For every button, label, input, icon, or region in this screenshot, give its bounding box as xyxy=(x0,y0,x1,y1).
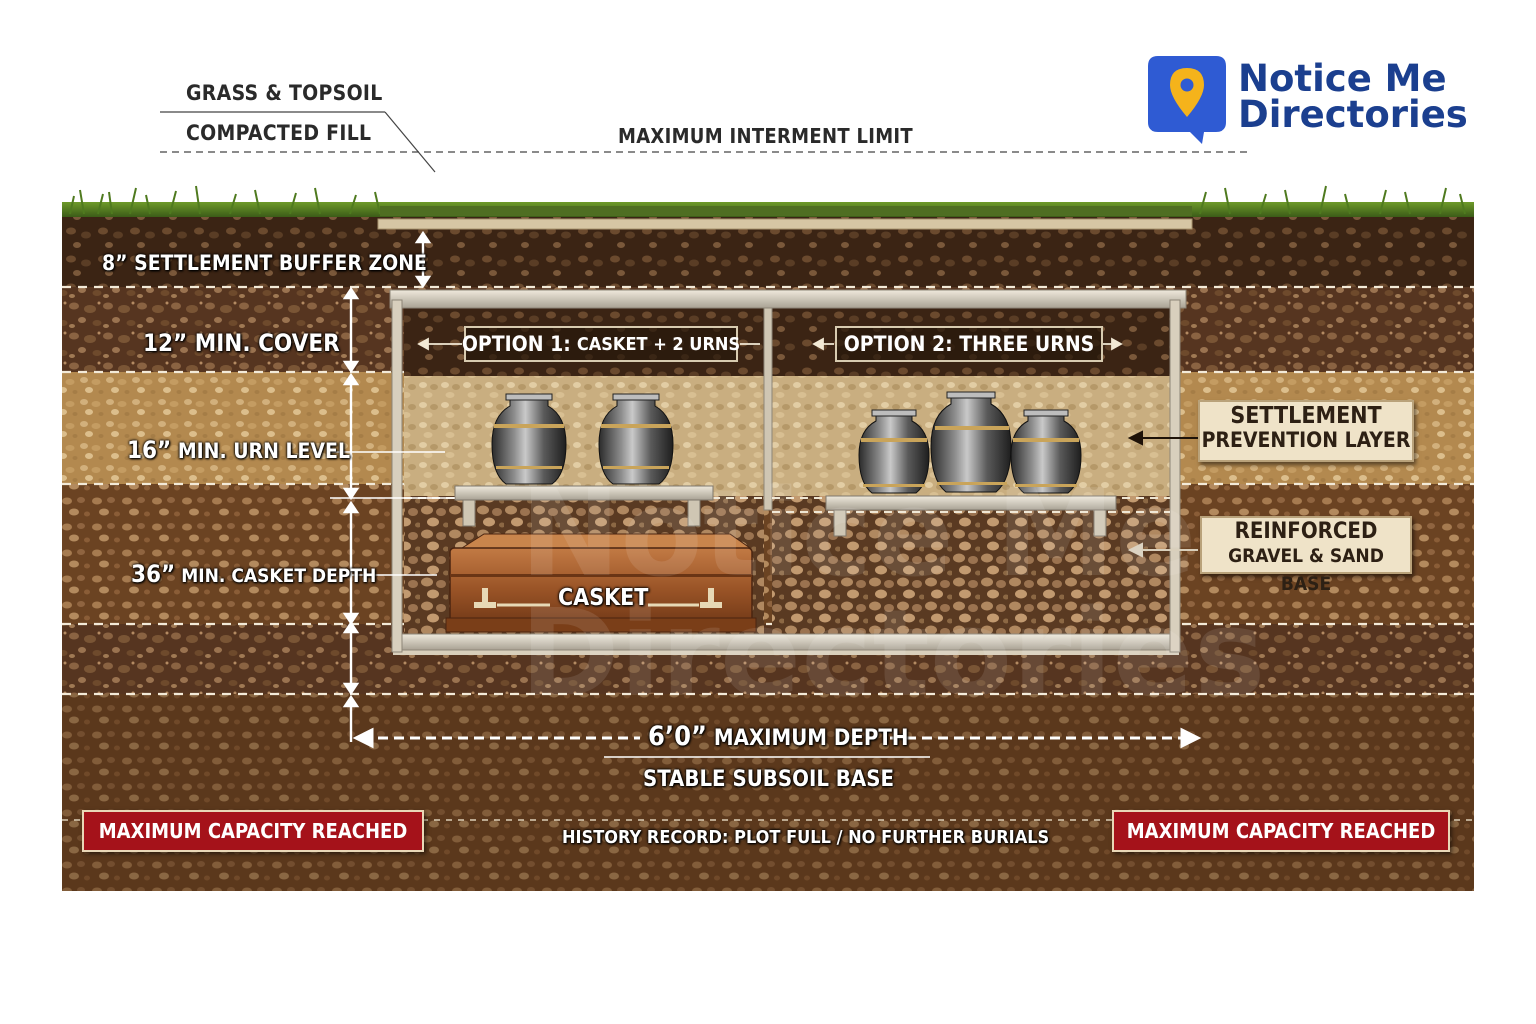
min-urn-level-text: MIN. URN LEVEL xyxy=(171,439,351,463)
casket-icon xyxy=(445,533,757,633)
capacity-badge-left: MAXIMUM CAPACITY REACHED xyxy=(82,810,424,852)
capacity-badge-right: MAXIMUM CAPACITY REACHED xyxy=(1112,810,1450,852)
logo-line2: Directories xyxy=(1238,93,1468,136)
settlement-prevention-note: SETTLEMENT PREVENTION LAYER xyxy=(1198,400,1414,462)
option-1-subtitle: CASKET + 2 URNS xyxy=(576,333,741,355)
min-cover-value: 12” xyxy=(143,329,188,357)
max-depth-label: 6’0” MAXIMUM DEPTH xyxy=(648,721,908,752)
max-depth-text: MAXIMUM DEPTH xyxy=(707,726,909,751)
urn-icon xyxy=(930,391,1012,493)
logo: Notice Me Directories xyxy=(1148,54,1468,149)
max-depth-value: 6’0” xyxy=(648,721,707,752)
compacted-fill-label: COMPACTED FILL xyxy=(186,121,372,145)
urn-icon xyxy=(858,409,930,494)
urn-icon xyxy=(598,393,674,485)
min-cover-text: MIN. COVER xyxy=(187,329,340,357)
grass-topsoil-label: GRASS & TOPSOIL xyxy=(186,81,383,105)
gravel-note-line2: GRAVEL & SAND BASE xyxy=(1228,545,1384,595)
map-pin-icon xyxy=(1148,56,1226,144)
option-2-box: OPTION 2: THREE URNS xyxy=(835,326,1103,362)
min-casket-depth-value: 36” xyxy=(131,560,176,588)
gravel-note-line1: REINFORCED xyxy=(1234,519,1378,544)
gravel-base-note: REINFORCED GRAVEL & SAND BASE xyxy=(1200,516,1412,595)
history-record-label: HISTORY RECORD: PLOT FULL / NO FURTHER B… xyxy=(562,827,1050,848)
min-cover-label: 12” MIN. COVER xyxy=(143,329,340,357)
logo-line1: Notice Me xyxy=(1238,57,1447,100)
urn-icon xyxy=(1010,409,1082,494)
casket-label: CASKET xyxy=(558,585,649,611)
urn-icon xyxy=(491,393,567,485)
min-urn-level-value: 16” xyxy=(127,436,172,464)
min-casket-depth-text: MIN. CASKET DEPTH xyxy=(175,565,377,587)
min-urn-level-label: 16” MIN. URN LEVEL xyxy=(127,436,350,464)
option-1-title: OPTION 1: xyxy=(461,332,571,356)
option-1-box: OPTION 1:CASKET + 2 URNS xyxy=(461,326,741,362)
buffer-zone-label: 8” SETTLEMENT BUFFER ZONE xyxy=(102,251,427,275)
settlement-note-line1: SETTLEMENT xyxy=(1230,403,1382,429)
interment-limit-label: MAXIMUM INTERMENT LIMIT xyxy=(618,124,913,148)
min-casket-depth-label: 36” MIN. CASKET DEPTH xyxy=(131,560,376,588)
subsoil-label: STABLE SUBSOIL BASE xyxy=(643,767,894,792)
settlement-note-line2: PREVENTION LAYER xyxy=(1201,428,1411,452)
option-2-title: OPTION 2: THREE URNS xyxy=(843,332,1095,356)
